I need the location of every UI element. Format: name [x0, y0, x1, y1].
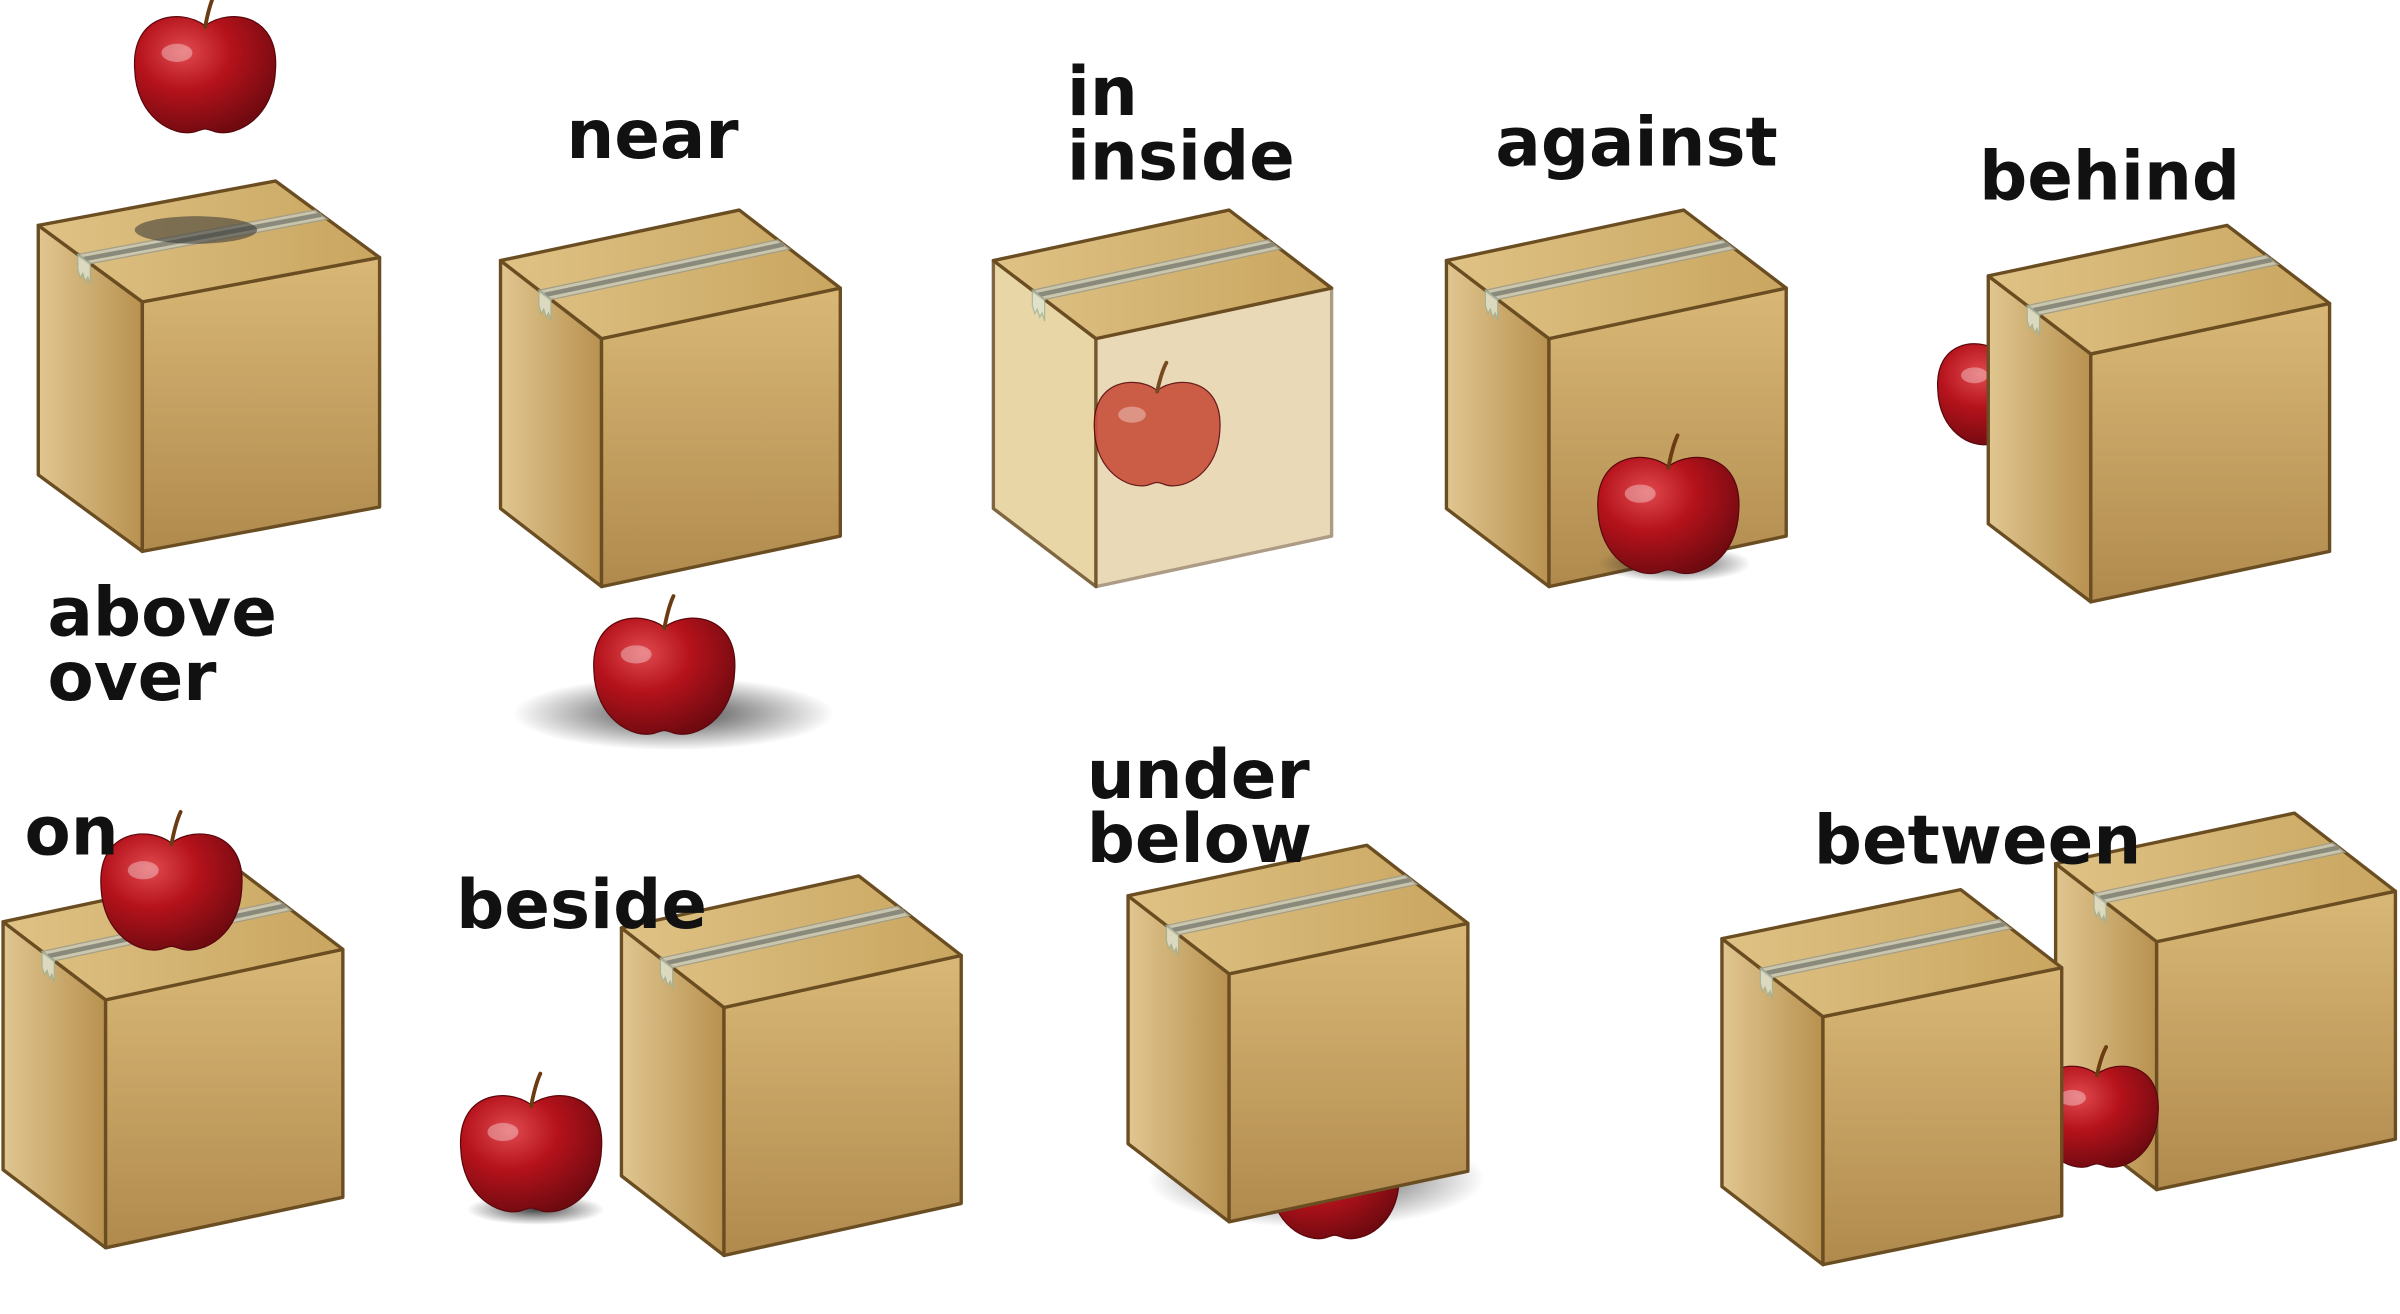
apple-icon	[1093, 360, 1221, 487]
apple-icon	[1597, 433, 1740, 575]
apple-icon	[593, 594, 736, 735]
label-between: between	[1814, 801, 2142, 880]
cardboard-box-icon	[1720, 887, 2064, 1267]
cardboard-box-icon	[498, 208, 842, 589]
cardboard-box-icon	[1126, 843, 1470, 1224]
cardboard-box-icon	[619, 874, 963, 1258]
cardboard-box-icon	[991, 208, 1334, 589]
apple-icon	[460, 1071, 603, 1213]
label-beside: beside	[456, 865, 707, 944]
label-near: near	[566, 95, 738, 174]
apple-icon	[100, 810, 243, 951]
label-against: against	[1495, 103, 1777, 182]
cardboard-box-icon	[1986, 223, 2332, 604]
label-behind: behind	[1979, 136, 2240, 215]
label-on: on	[24, 791, 118, 870]
apple-icon	[134, 0, 277, 134]
